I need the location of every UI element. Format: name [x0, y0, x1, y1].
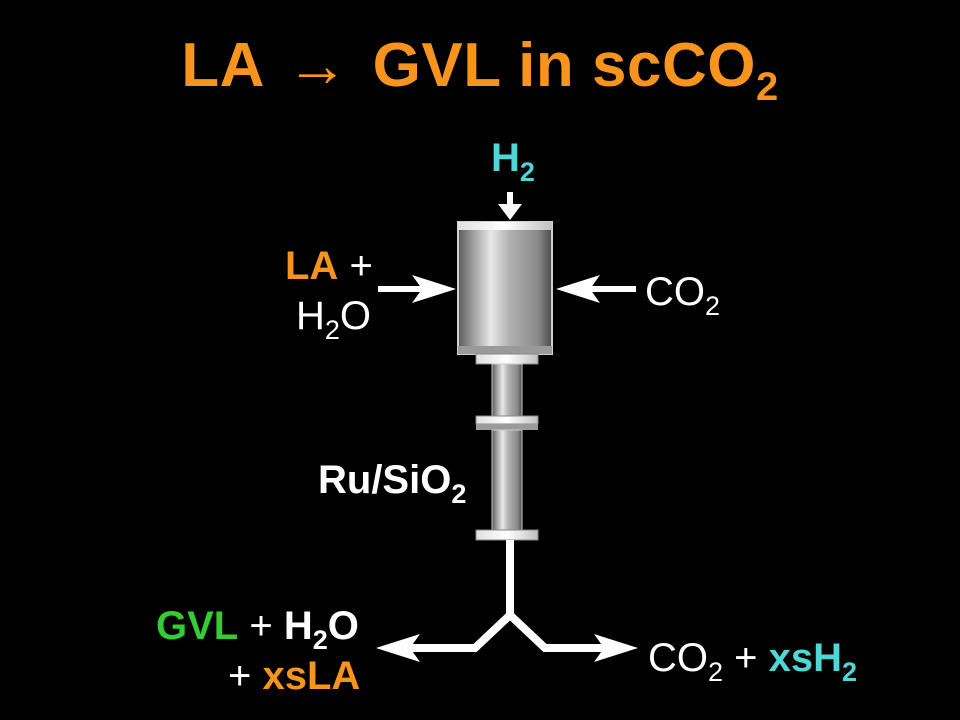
- la-input-label-line2: H2O: [296, 294, 372, 344]
- xsla-plus: +: [228, 654, 263, 698]
- xsh2-symbol: xsH: [768, 636, 843, 680]
- water-h: H: [296, 294, 325, 338]
- catalyst-label: Ru/SiO2: [318, 458, 466, 508]
- la-input-label-line1: LA +: [285, 244, 373, 289]
- co2-subscript: 2: [705, 291, 721, 321]
- xsla-species: xsLA: [262, 654, 361, 698]
- out-co2-subscript: 2: [708, 657, 724, 687]
- slide-title: LA → GVL in scCO2: [0, 30, 960, 107]
- product-water-h: H: [283, 604, 313, 648]
- water-o: O: [339, 294, 372, 338]
- title-reactant: LA: [181, 31, 263, 100]
- gvl-output-arrow-icon: [376, 634, 420, 662]
- co2-output-arrow-icon: [594, 634, 638, 662]
- gvl-output-label-line1: GVL + H2O: [156, 604, 359, 654]
- h2-input-arrow-icon: [498, 192, 522, 220]
- catalyst-bed: [491, 429, 523, 531]
- gvl-output-label-line2: + xsLA: [228, 654, 360, 699]
- catalyst-subscript: 2: [451, 479, 467, 509]
- product-water-o: O: [327, 604, 359, 648]
- la-input-arrow-icon: [378, 275, 456, 303]
- title-product: GVL in scCO: [372, 31, 756, 100]
- water-subscript: 2: [324, 315, 340, 345]
- xsh2-subscript: 2: [842, 657, 858, 687]
- h2-symbol: H: [491, 136, 520, 180]
- gvl-species: GVL: [156, 604, 239, 648]
- co2-symbol: CO: [645, 270, 705, 314]
- middle-flange: [475, 415, 539, 430]
- la-plus: +: [338, 244, 373, 288]
- mixing-vessel: [457, 221, 553, 355]
- la-species: LA: [285, 244, 339, 288]
- co2-output-label: CO2 + xsH2: [648, 636, 857, 686]
- title-subscript: 2: [755, 65, 779, 109]
- h2-subscript: 2: [519, 157, 535, 187]
- out-co2-symbol: CO: [648, 636, 708, 680]
- co2-input-arrow-icon: [556, 275, 636, 303]
- upper-tube: [491, 363, 523, 417]
- h2-input-label: H2: [491, 136, 535, 186]
- title-arrow-icon: →: [286, 31, 349, 100]
- co2-input-label: CO2: [645, 270, 720, 320]
- upper-flange: [475, 353, 539, 365]
- catalyst-symbol: Ru/SiO: [318, 458, 452, 502]
- gvl-plus: +: [238, 604, 284, 648]
- out-plus: +: [723, 636, 769, 680]
- bottom-flange: [475, 529, 539, 541]
- product-water-subscript: 2: [312, 625, 328, 655]
- outlet-split-lines: [400, 540, 610, 652]
